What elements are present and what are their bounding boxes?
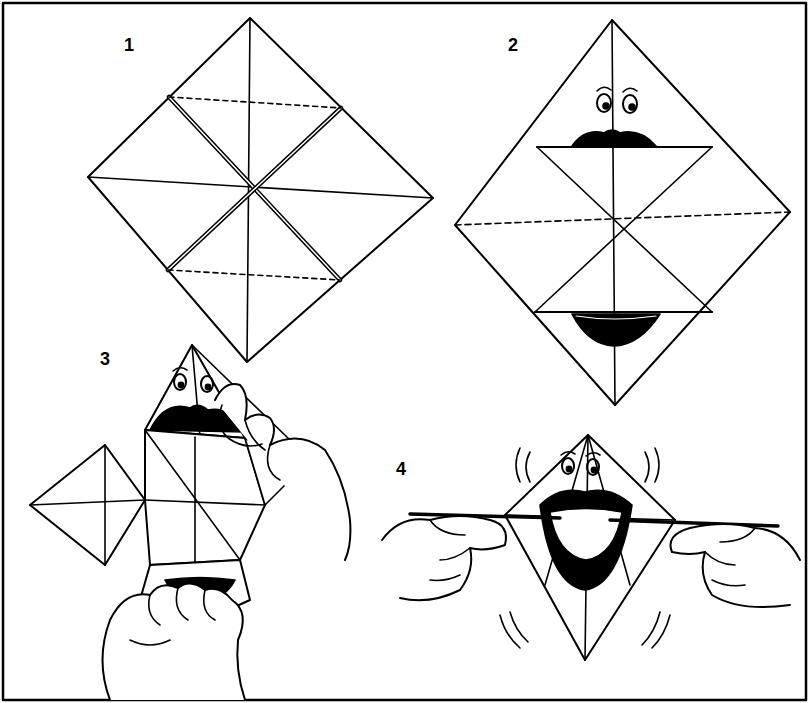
folded-square-face — [455, 20, 790, 405]
step-number: 2 — [508, 36, 518, 54]
frame — [3, 3, 806, 700]
shaping-step — [30, 345, 350, 700]
step-number: 4 — [396, 460, 406, 478]
talking-mouth — [382, 435, 800, 660]
creased-square — [88, 18, 433, 362]
step-number: 1 — [124, 36, 134, 54]
step-number: 3 — [100, 350, 110, 368]
